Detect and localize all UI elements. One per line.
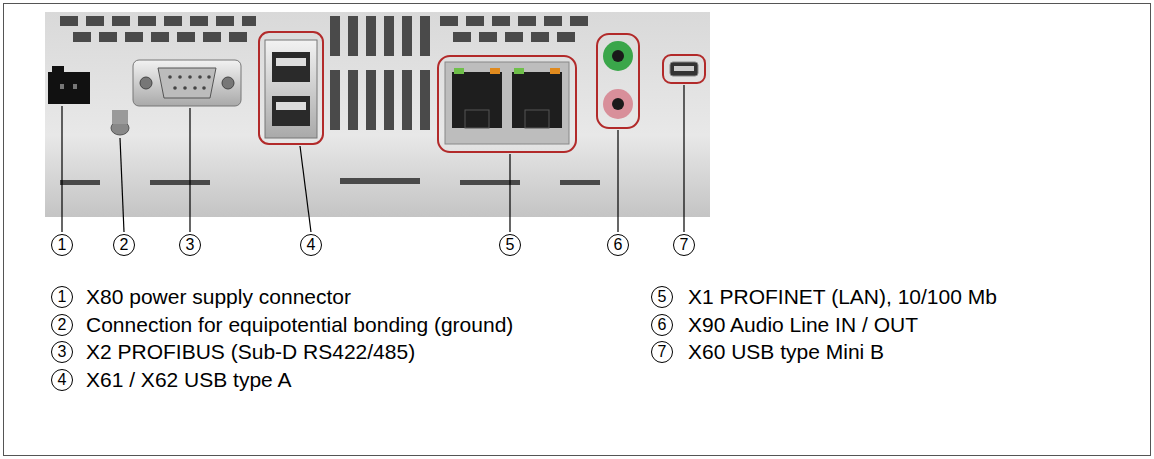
callout-circle: 1 [51,234,73,256]
callout-number: 3 [186,237,195,253]
port-description: X90 Audio Line IN / OUT [688,313,918,337]
callout-number: 5 [658,289,667,305]
callout-circle: 5 [499,234,521,256]
callout-circle: 5 [651,286,673,308]
callout-number: 7 [658,344,667,360]
callout-number: 6 [614,237,623,253]
port-description: X60 USB type Mini B [688,340,884,364]
callout-number: 6 [658,317,667,333]
port-description: X1 PROFINET (LAN), 10/100 Mb [688,285,997,309]
callout-number: 2 [58,317,67,333]
callout-circle: 4 [300,234,322,256]
callout-circle: 6 [651,314,673,336]
callout-circle: 7 [673,234,695,256]
callout-number: 5 [506,237,515,253]
callout-circle: 3 [179,234,201,256]
port-description: Connection for equipotential bonding (gr… [86,313,513,337]
callout-circle: 7 [651,341,673,363]
port-description: X2 PROFIBUS (Sub-D RS422/485) [86,340,415,364]
callout-circle: 1 [51,286,73,308]
callout-number: 1 [58,289,67,305]
callout-circle: 3 [51,341,73,363]
callout-circle: 2 [113,234,135,256]
callout-number: 3 [58,344,67,360]
callout-number: 4 [307,237,316,253]
callout-circle: 6 [607,234,629,256]
callout-circle: 2 [51,314,73,336]
callout-number: 4 [58,372,67,388]
port-description: X80 power supply connector [86,285,351,309]
callout-number: 7 [680,237,689,253]
callout-number: 1 [58,237,67,253]
callout-circle: 4 [51,369,73,391]
callout-number: 2 [120,237,129,253]
port-description: X61 / X62 USB type A [86,368,291,392]
